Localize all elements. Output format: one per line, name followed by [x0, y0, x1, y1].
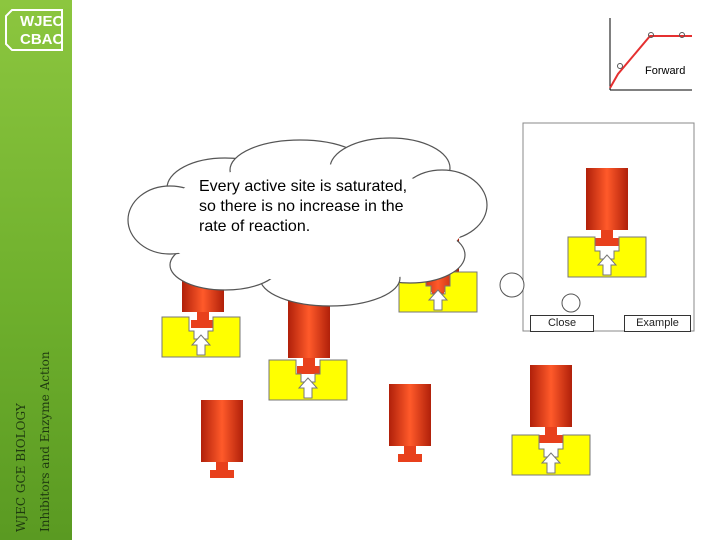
logo-line2: CBAC: [20, 31, 64, 48]
wjec-cbac-logo: WJEC CBAC: [4, 8, 64, 52]
rate-graph: [609, 18, 692, 91]
explanation-text: Every active site is saturated, so there…: [199, 178, 408, 235]
enzyme-substrate-5: [389, 384, 431, 462]
enzyme-substrate-4: [201, 400, 243, 478]
logo-line1: WJEC: [20, 13, 64, 30]
thought-cloud: [127, 137, 488, 307]
enzyme-substrate-6: [511, 365, 591, 476]
example-button[interactable]: Example: [624, 315, 691, 332]
enzyme-substrate-2: [268, 296, 348, 401]
graph-label: Forward: [645, 65, 686, 77]
sidebar: WJEC CBAC WJEC GCE BIOLOGY Inhibitors an…: [0, 0, 72, 540]
logo-shape: [5, 9, 63, 51]
molecule-circle: [561, 293, 581, 313]
close-button[interactable]: Close: [530, 315, 594, 332]
molecule-circle: [499, 272, 525, 298]
